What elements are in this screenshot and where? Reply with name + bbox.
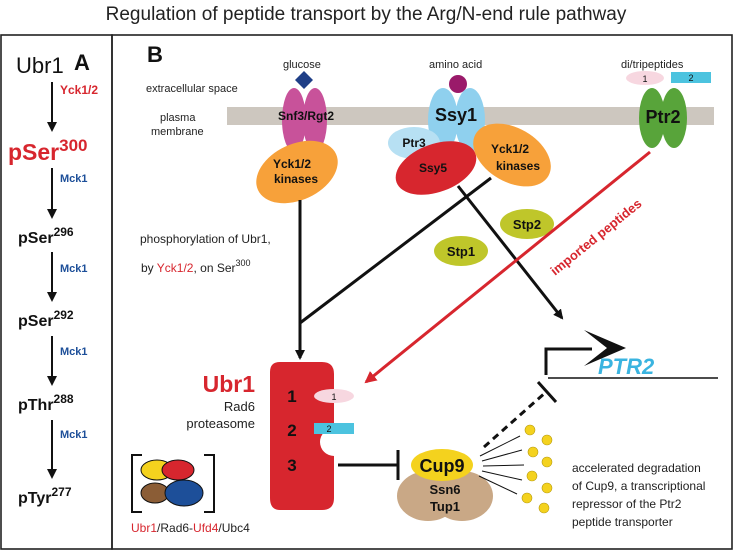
panel-b: B extracellular space plasma membrane gl…: [131, 42, 718, 535]
panel-a: A Ubr1 Yck1/2 pSer300 Mck1 pSer296 Mck1 …: [8, 50, 98, 507]
panel-a-frame: [0, 34, 113, 550]
glucose-label: glucose: [283, 59, 321, 71]
ubr1-protein: [270, 362, 334, 510]
bound-peptide-1-label: 1: [331, 392, 336, 402]
peptide-2-label: 2: [688, 73, 693, 83]
stp2-factor: [500, 209, 554, 239]
bound-peptide-2-label: 2: [326, 424, 331, 434]
di-tripeptides-label: di/tripeptides: [621, 59, 684, 71]
snf3-subunit-left: [282, 88, 306, 152]
degradation-note-line-1: accelerated degradation: [572, 461, 701, 475]
ubr1-site-2-label: 2: [287, 421, 296, 440]
degradation-note-line-3: repressor of the Ptr2: [572, 497, 682, 511]
ubr1-start-label: Ubr1: [16, 53, 64, 78]
degradation-note-line-2: of Cup9, a transcriptional: [572, 479, 705, 493]
extracellular-label: extracellular space: [146, 83, 238, 95]
kinase-label-4: Mck1: [60, 346, 88, 358]
stp2-label: Stp2: [513, 217, 541, 232]
ptr2-label: Ptr2: [645, 107, 680, 127]
peptide-1-icon: [626, 71, 664, 85]
ssy5-protease: [395, 141, 477, 195]
complex-blue-subunit: [164, 479, 204, 507]
ssy-yck-to-ubr1-line: [299, 176, 492, 325]
complex-bracket-left: [131, 454, 142, 513]
degradation-note-line-4: peptide transporter: [572, 515, 673, 529]
ubr1-label: Ubr1: [203, 371, 256, 397]
amino-acid-icon: [449, 75, 467, 93]
bound-peptide-2: [314, 423, 354, 434]
phospho-note-line-2: by Yck1/2, on Ser300: [141, 258, 251, 275]
peptide-2-icon: [671, 72, 711, 83]
imported-peptides-arrow: [364, 150, 651, 384]
complex-bracket-right: [204, 454, 215, 513]
bound-peptide-1: [314, 389, 354, 403]
yck-kinase-b: [473, 123, 551, 187]
ptr2-gene-label: PTR2: [598, 354, 655, 379]
cup9-represses-ptr2: [483, 390, 547, 449]
site-label-3: pSer292: [18, 308, 74, 330]
stp1-label: Stp1: [447, 244, 475, 259]
ssn6-label: Ssn6: [429, 482, 460, 497]
cup9-protein: [411, 449, 473, 481]
ptr2-subunit-left: [639, 88, 665, 148]
kinase-label-5: Mck1: [60, 429, 88, 441]
ubr1-site-3-label: 3: [287, 456, 296, 475]
promoter-line: [544, 347, 592, 375]
kinase-label-2: Mck1: [60, 173, 88, 185]
snf3-subunit-right: [303, 88, 327, 152]
kinase-label-1: Yck1/2: [60, 83, 98, 97]
panel-b-frame: [111, 34, 733, 550]
glucose-icon: [295, 71, 313, 89]
phospho-note-line-1: phosphorylation of Ubr1,: [140, 232, 271, 246]
yck-b-label-2: kinases: [496, 159, 540, 173]
degradation-burst: [478, 424, 553, 514]
plasma-label: plasma: [160, 112, 196, 124]
panel-a-label: A: [74, 50, 90, 75]
yck-a-label-1: Yck1/2: [273, 157, 311, 171]
kinase-label-3: Mck1: [60, 263, 88, 275]
complex-red-subunit: [161, 459, 195, 481]
tup1-label: Tup1: [430, 499, 460, 514]
figure-title: Regulation of peptide transport by the A…: [106, 4, 627, 25]
yck-a-label-2: kinases: [274, 172, 318, 186]
proteasome-label: proteasome: [186, 416, 255, 431]
snf3-label: Snf3/Rgt2: [278, 109, 334, 123]
ssy1-label: Ssy1: [435, 105, 477, 125]
cup9-label: Cup9: [420, 456, 465, 476]
yck-b-label-1: Yck1/2: [491, 142, 529, 156]
ssn6-tup1-right: [431, 471, 493, 521]
panel-b-label: B: [147, 42, 163, 67]
peptide-1-label: 1: [642, 74, 647, 84]
amino-acid-label: amino acid: [429, 59, 482, 71]
cup9-represses-ptr2-bar: [536, 380, 558, 404]
rad6-label: Rad6: [224, 399, 255, 414]
site-label-4: pThr288: [18, 392, 74, 414]
membrane-label: membrane: [151, 126, 204, 138]
transcription-start-arrow: [584, 330, 626, 366]
yck-kinase-a: [256, 140, 338, 204]
site-label-2: pSer296: [18, 225, 74, 247]
ubr1-site-1-label: 1: [287, 387, 296, 406]
site-label-1: pSer300: [8, 136, 88, 165]
complex-caption: Ubr1/Rad6-Ufd4/Ubc4: [131, 521, 250, 535]
imported-peptides-label: imported peptides: [547, 196, 644, 279]
ssy5-to-ptr2-arrow: [456, 185, 564, 320]
ptr3-label: Ptr3: [402, 136, 426, 150]
site-label-5: pTyr277: [18, 485, 72, 507]
stp1-factor: [434, 236, 488, 266]
ptr2-subunit-right: [661, 88, 687, 148]
ssy5-label: Ssy5: [419, 161, 447, 175]
